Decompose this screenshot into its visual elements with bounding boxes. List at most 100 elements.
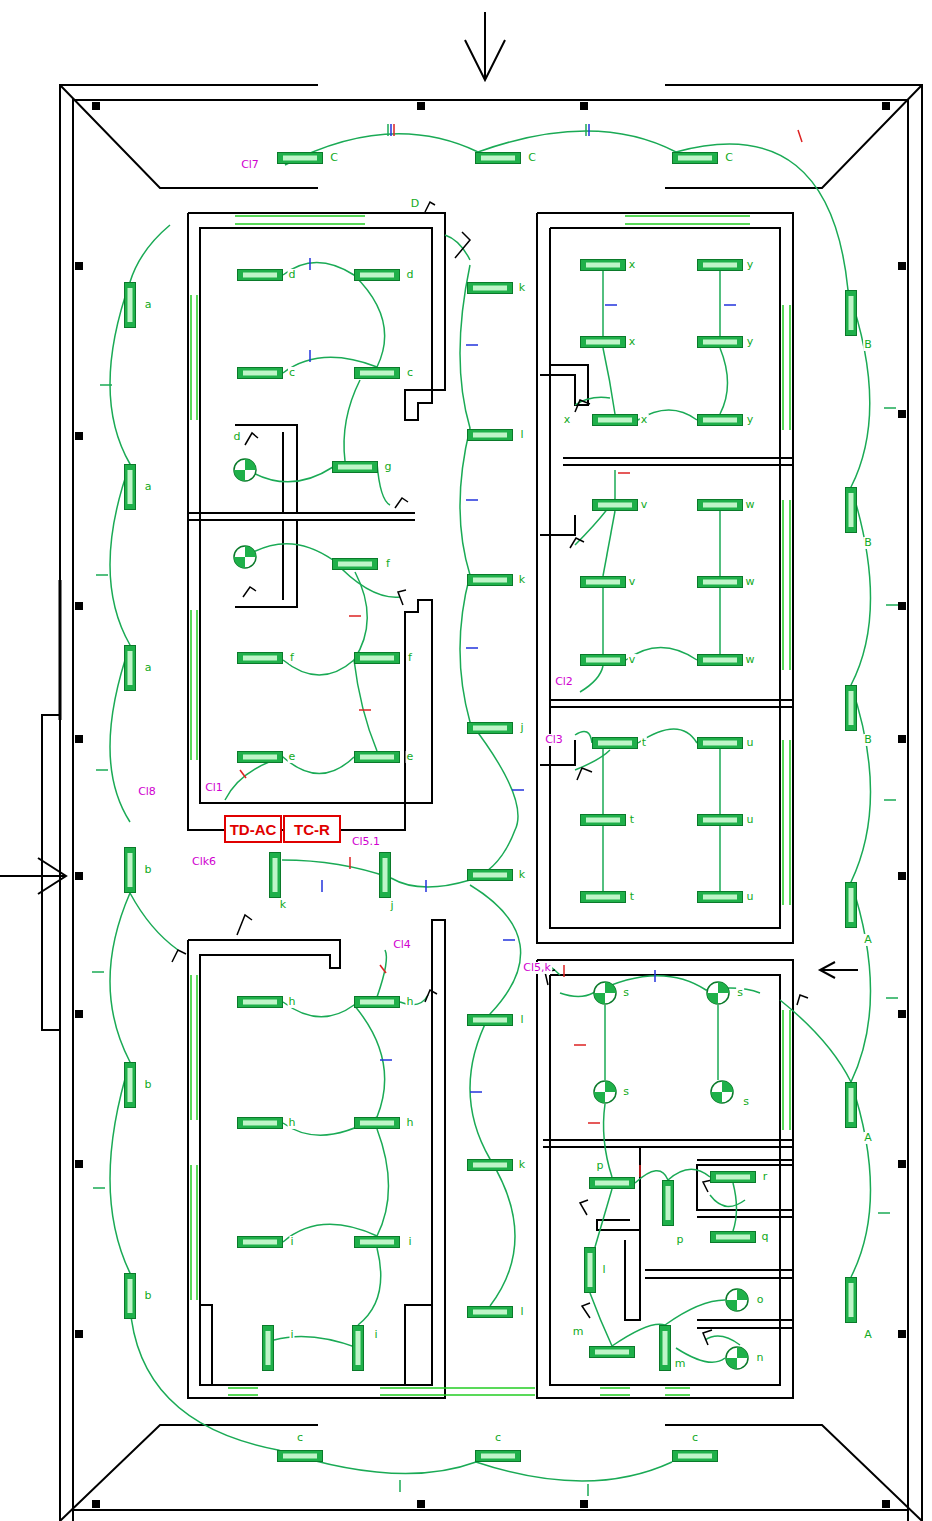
luminaire-code: l [519,1014,524,1026]
luminaire-code: x [640,414,649,426]
panel-label: TC-R [294,821,330,838]
luminaire-code: b [144,1079,153,1091]
luminaire-code: m [572,1326,585,1338]
luminaire-code: w [745,576,756,588]
interior-walls [188,213,793,1398]
luminaire-code: c [296,1432,304,1444]
luminaire-code: h [288,1117,297,1129]
luminaire-code: h [406,996,415,1008]
luminaire-code: v [628,576,637,588]
luminaire-code: u [746,891,755,903]
luminaire-code: k [518,1159,526,1171]
luminaire-code: o [756,1294,765,1306]
luminaire-code: a [144,299,153,311]
outer-walls [42,85,922,1521]
panel-label: TD-AC [230,821,277,838]
luminaire-code: w [745,499,756,511]
luminaire-code: k [279,899,287,911]
luminaire-code: f [385,558,391,570]
luminaire-code: b [144,1290,153,1302]
luminaire-code: p [676,1234,685,1246]
luminaire-code: y [746,259,755,271]
luminaire-code: C [724,152,734,164]
luminaire-code: a [144,662,153,674]
luminaire-code: y [746,414,755,426]
luminaire-code: d [288,269,297,281]
panel-box: TD-AC [224,815,282,843]
luminaire-code: i [407,1236,412,1248]
luminaire-code: g [384,461,393,473]
luminaire-code: x [563,414,572,426]
luminaire-code: b [144,864,153,876]
luminaire-code: y [746,336,755,348]
luminaire-code: l [519,429,524,441]
luminaires [125,153,857,1462]
switches [172,202,808,1345]
circuit-label: Cl3 [544,734,564,746]
luminaire-code: e [288,751,297,763]
luminaire-code: t [629,814,635,826]
luminaire-code: t [641,737,647,749]
luminaire-code: B [863,734,873,746]
luminaire-code: l [519,1306,524,1318]
circuit-label: Cl2 [554,676,574,688]
luminaire-code: d [406,269,415,281]
luminaire-code: j [389,900,394,912]
luminaire-code: f [289,652,295,664]
luminaire-code: k [518,282,526,294]
luminaire-code: k [518,574,526,586]
luminaire-code: u [746,737,755,749]
circuit-marks [92,124,898,1496]
luminaire-code: c [406,367,414,379]
circuit-label: Clk6 [191,856,217,868]
luminaire-code: s [622,1086,630,1098]
circuit-label: Cl5.1 [351,836,381,848]
luminaire-code: m [674,1358,687,1370]
luminaire-code: q [761,1231,770,1243]
circuit-label: Cl8 [137,786,157,798]
luminaire-code: B [863,339,873,351]
luminaire-code: v [640,499,649,511]
luminaire-code: d [233,431,242,443]
circuit-label: Cl1 [204,782,224,794]
luminaire-code: s [742,1096,750,1108]
luminaire-code: c [494,1432,502,1444]
luminaire-code: c [691,1432,699,1444]
luminaire-code: t [629,891,635,903]
circuit-label: Cl5,k [522,962,552,974]
luminaire-code: D [410,198,420,210]
luminaire-code: A [863,934,873,946]
luminaire-code: k [518,869,526,881]
luminaire-code: x [628,336,637,348]
luminaire-code: r [762,1171,769,1183]
luminaire-code: A [863,1132,873,1144]
columns [75,102,906,1508]
luminaire-code: n [756,1352,765,1364]
luminaire-code: l [601,1264,606,1276]
luminaire-code: i [289,1329,294,1341]
circuit-label: Cl4 [392,939,412,951]
luminaire-code: s [736,987,744,999]
luminaire-code: a [144,481,153,493]
luminaire-code: B [863,537,873,549]
luminaire-code: s [622,987,630,999]
luminaire-code: w [745,654,756,666]
luminaire-code: x [628,259,637,271]
luminaire-code: j [519,722,524,734]
luminaire-code: e [406,751,415,763]
luminaire-code: v [628,654,637,666]
luminaire-code: C [329,152,339,164]
luminaire-code: c [288,367,296,379]
luminaire-code: i [289,1236,294,1248]
panel-box: TC-R [283,815,341,843]
luminaire-code: f [407,652,413,664]
circuit-label: Cl7 [240,159,260,171]
wiring [110,131,871,1481]
luminaire-code: h [288,996,297,1008]
entrance-arrows [0,12,858,978]
luminaire-code: C [527,152,537,164]
luminaire-code: h [406,1117,415,1129]
luminaire-code: i [373,1329,378,1341]
